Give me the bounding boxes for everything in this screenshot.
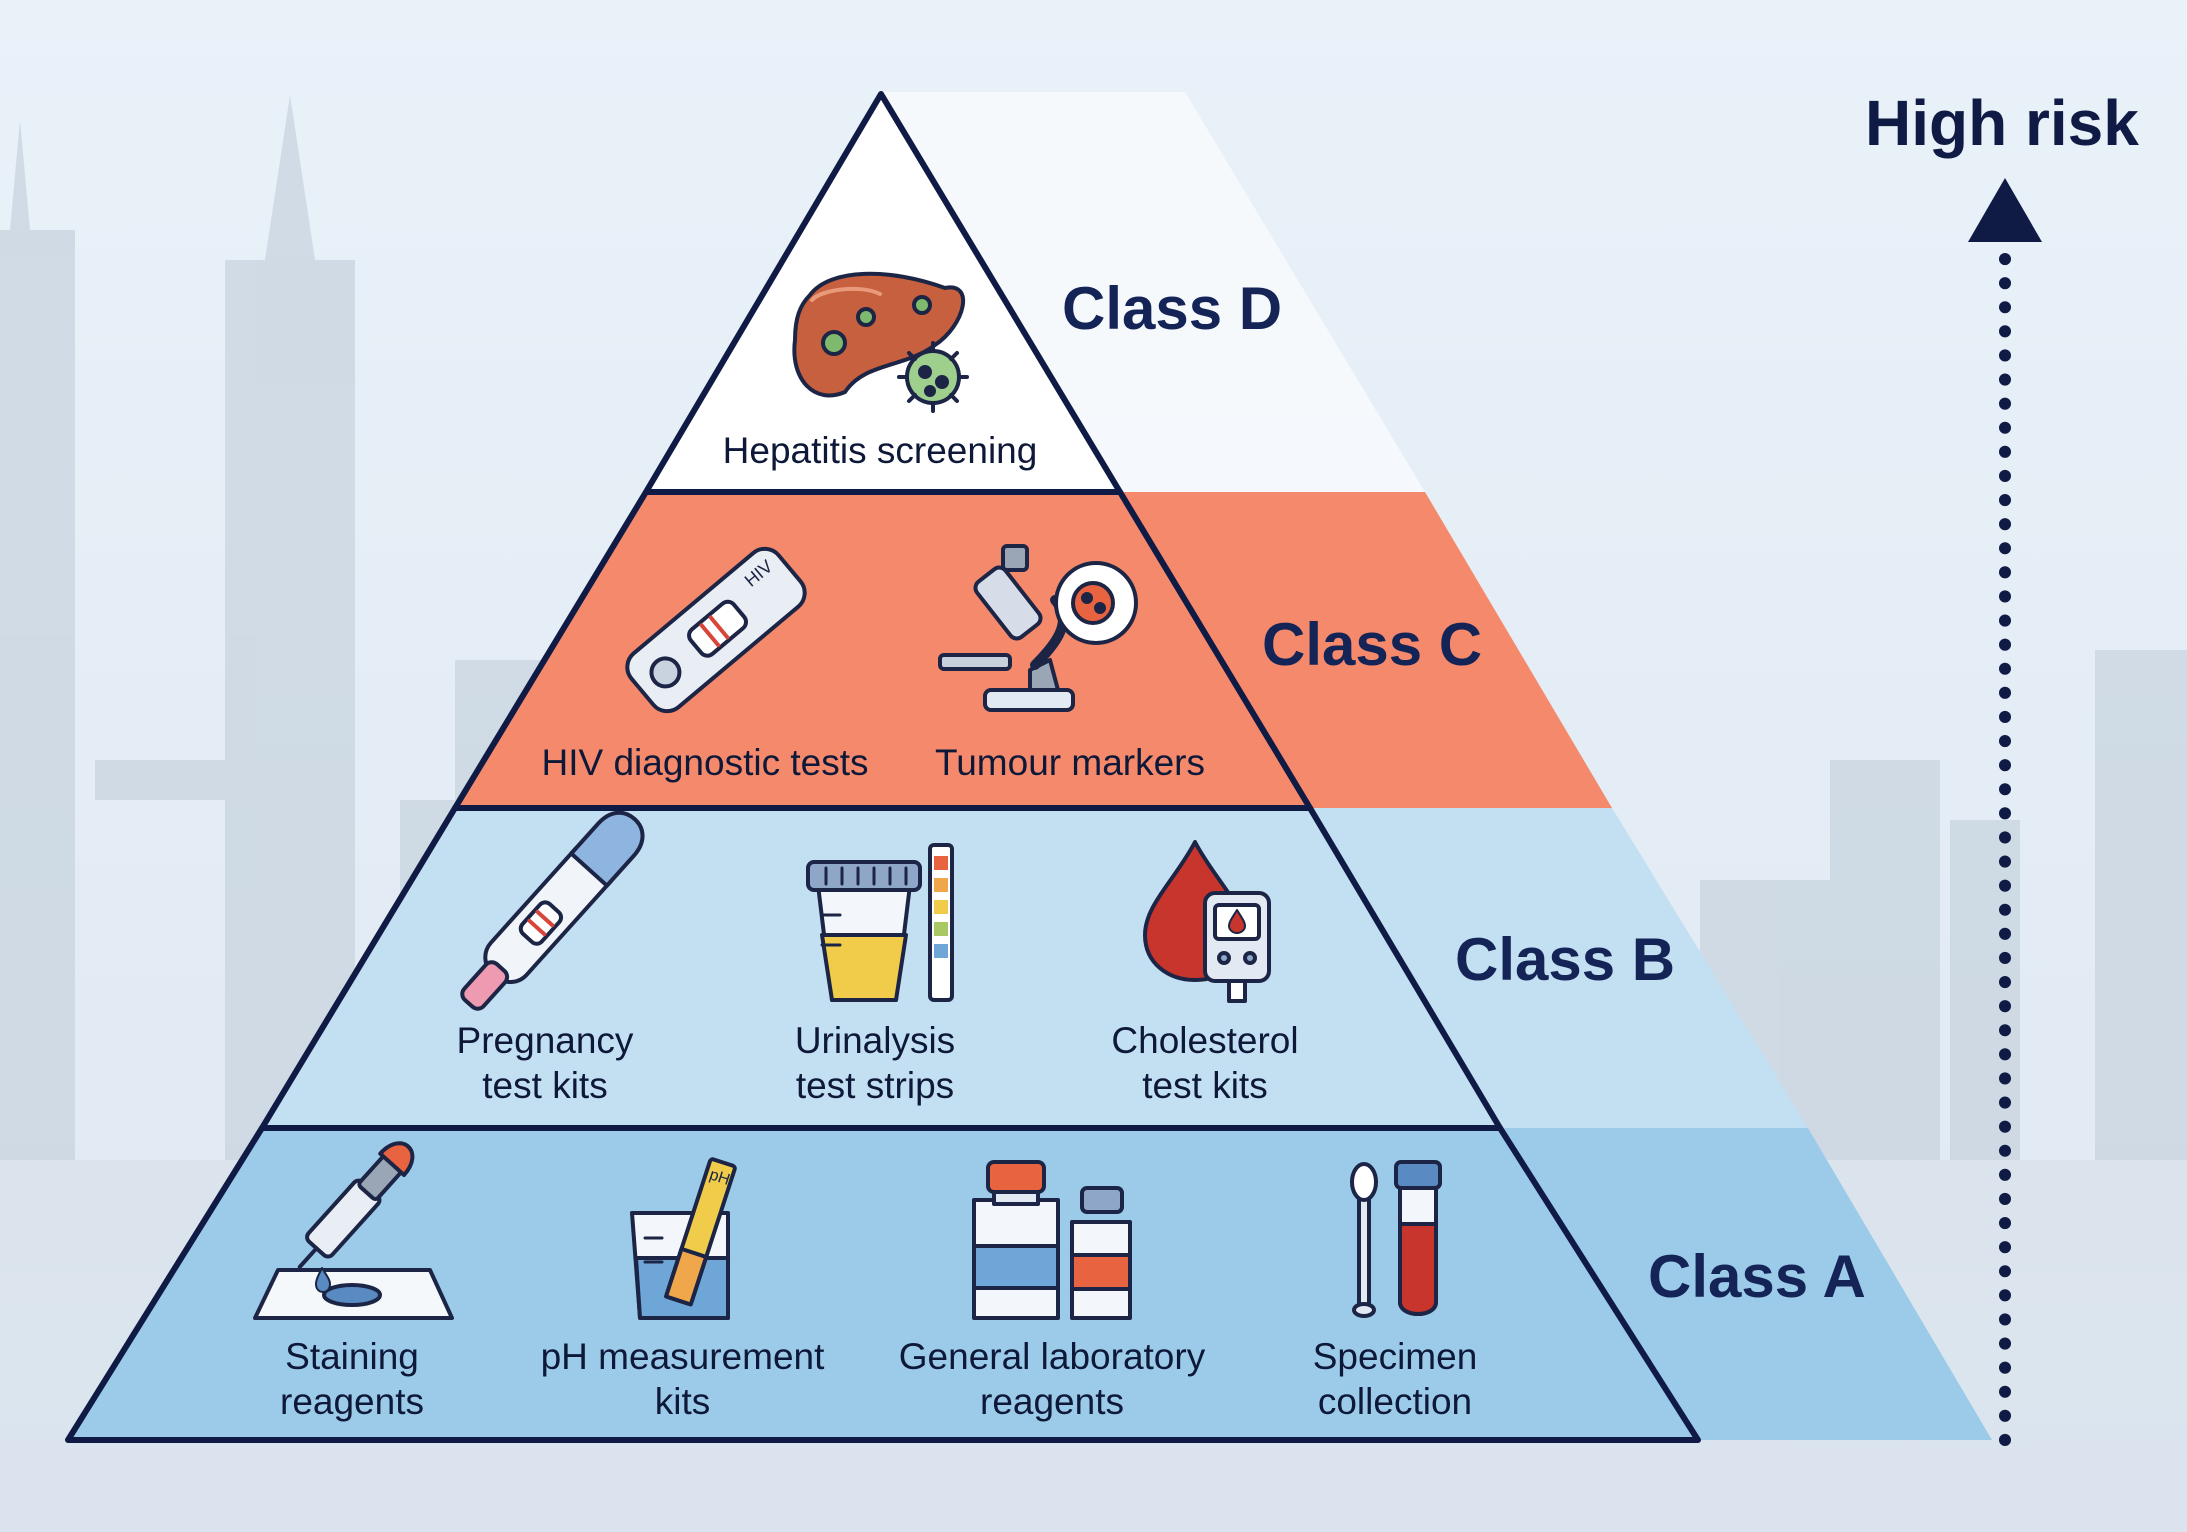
item-label-specimen: Specimen collection <box>1312 1336 1478 1422</box>
item-label-hiv: HIV diagnostic tests <box>541 742 869 783</box>
microscope-icon <box>938 544 1138 712</box>
hiv-test-cassette-icon: HIV <box>625 546 807 714</box>
reagent-bottles-icon <box>972 1160 1132 1320</box>
tier-a-face <box>65 1125 1701 1443</box>
item-label-tumour: Tumour markers <box>934 742 1205 783</box>
risk-arrow <box>1968 178 2042 1446</box>
class-label-d: Class D <box>1062 275 1283 342</box>
pregnancy-test-icon <box>460 810 645 1011</box>
item-label-staining: Staining reagents <box>280 1336 424 1422</box>
glucometer-blood-drop-icon <box>1143 840 1271 1003</box>
item-label-pregnancy: Pregnancy test kits <box>456 1020 634 1106</box>
urine-cup-strip-icon <box>806 843 954 1002</box>
ph-strip-beaker-icon: pH <box>630 1157 737 1320</box>
swab-tube-icon <box>1350 1160 1442 1318</box>
item-label-cholesterol: Cholesterol test kits <box>1111 1020 1299 1106</box>
item-label-ph: pH measurement kits <box>540 1336 825 1422</box>
item-label-general-reagents: General laboratory reagents <box>898 1336 1206 1422</box>
class-label-a: Class A <box>1648 1243 1866 1310</box>
dropper-slide-icon <box>253 1141 454 1320</box>
pyramid-side-faces <box>880 92 1992 1440</box>
item-label-urinalysis: Urinalysis test strips <box>794 1020 956 1106</box>
class-label-b: Class B <box>1455 926 1676 993</box>
svg-text:pH: pH <box>707 1166 732 1188</box>
class-label-c: Class C <box>1262 611 1483 678</box>
liver-virus-icon <box>792 271 969 413</box>
item-label-hepatitis: Hepatitis screening <box>722 430 1038 471</box>
arrowhead-icon <box>1968 178 2042 242</box>
high-risk-label: High risk <box>1865 87 2139 159</box>
